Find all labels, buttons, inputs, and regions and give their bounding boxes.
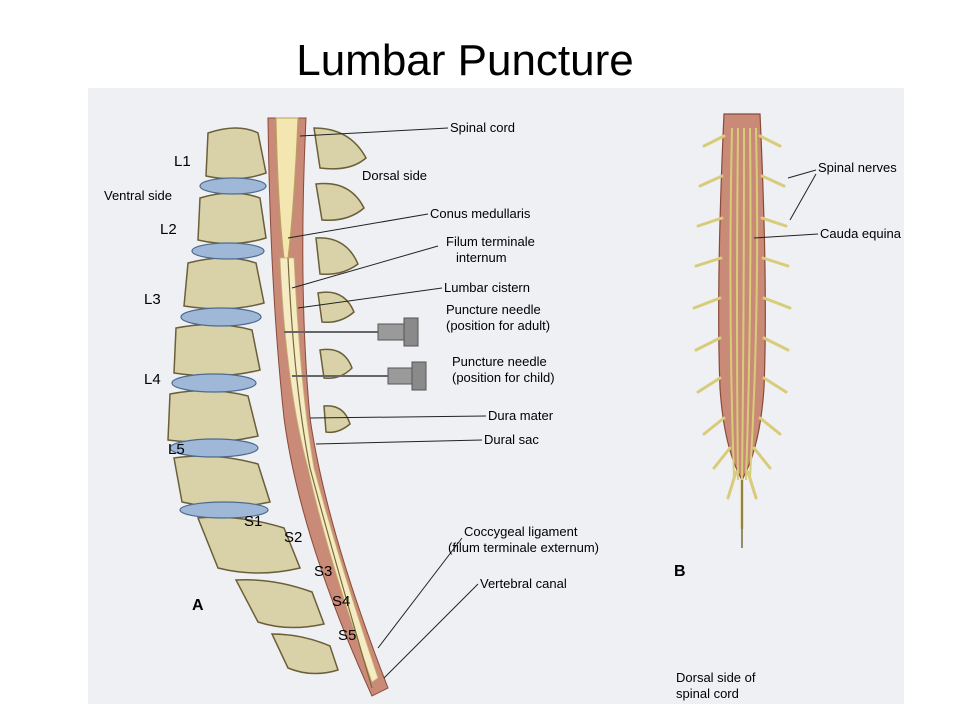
label-dural-sac: Dural sac [484, 432, 539, 447]
ventral-side-label: Ventral side [104, 188, 172, 203]
vertebra-label-l4: L4 [144, 371, 161, 388]
panel-a: L1 L2 L3 L4 L5 S1 S2 S3 S4 S5 Ventral si… [104, 117, 599, 697]
label-filum-terminale-internum-1: Filum terminale [446, 234, 535, 249]
label-needle-child-2: (position for child) [452, 370, 555, 385]
vertebra-label-s4: S4 [332, 593, 350, 610]
leader-lines-a [287, 127, 487, 679]
label-cauda-equina: Cauda equina [820, 226, 902, 241]
label-needle-child-1: Puncture needle [452, 354, 547, 369]
label-conus-medullaris: Conus medullaris [430, 206, 531, 221]
anatomy-figure: L1 L2 L3 L4 L5 S1 S2 S3 S4 S5 Ventral si… [88, 88, 904, 704]
label-needle-adult-2: (position for adult) [446, 318, 550, 333]
label-dorsal-side-cord-1: Dorsal side of [676, 670, 756, 685]
label-dorsal-side-cord-2: spinal cord [676, 686, 739, 701]
dural-sac [267, 117, 389, 697]
spinous-processes [313, 127, 367, 434]
dorsal-side-label: Dorsal side [362, 168, 427, 183]
label-coccygeal-ligament-1: Coccygeal ligament [464, 524, 578, 539]
vertebra-label-l1: L1 [174, 153, 191, 170]
label-dura-mater: Dura mater [488, 408, 554, 423]
label-filum-terminale-internum-2: internum [456, 250, 507, 265]
leader-lines-b [753, 169, 819, 239]
label-coccygeal-ligament-2: (filum terminale externum) [448, 540, 599, 555]
lumbar-puncture-diagram: L1 L2 L3 L4 L5 S1 S2 S3 S4 S5 Ventral si… [104, 113, 902, 701]
label-needle-adult-1: Puncture needle [446, 302, 541, 317]
vertebra-label-s5: S5 [338, 627, 356, 644]
cauda-equina-fibers [729, 127, 759, 481]
label-lumbar-cistern: Lumbar cistern [444, 280, 530, 295]
puncture-needle-adult [284, 317, 419, 347]
label-vertebral-canal: Vertebral canal [480, 576, 567, 591]
panel-b: Spinal nerves Cauda equina Dorsal side o… [674, 113, 902, 701]
vertebra-label-s1: S1 [244, 513, 262, 530]
vertebra-label-s2: S2 [284, 529, 302, 546]
vertebra-label-l2: L2 [160, 221, 177, 238]
vertebra-label-l5: L5 [168, 441, 185, 458]
vertebra-label-l3: L3 [144, 291, 161, 308]
puncture-needle-child [292, 361, 427, 391]
intervertebral-discs [169, 177, 269, 519]
slide-title: Lumbar Puncture [296, 36, 634, 85]
panel-b-letter: B [674, 563, 686, 580]
filum-terminale [287, 257, 373, 689]
panel-a-letter: A [192, 597, 204, 614]
label-spinal-nerves: Spinal nerves [818, 160, 897, 175]
vertebral-bodies [167, 127, 339, 675]
vertebra-label-s3: S3 [314, 563, 332, 580]
label-spinal-cord: Spinal cord [450, 120, 515, 135]
